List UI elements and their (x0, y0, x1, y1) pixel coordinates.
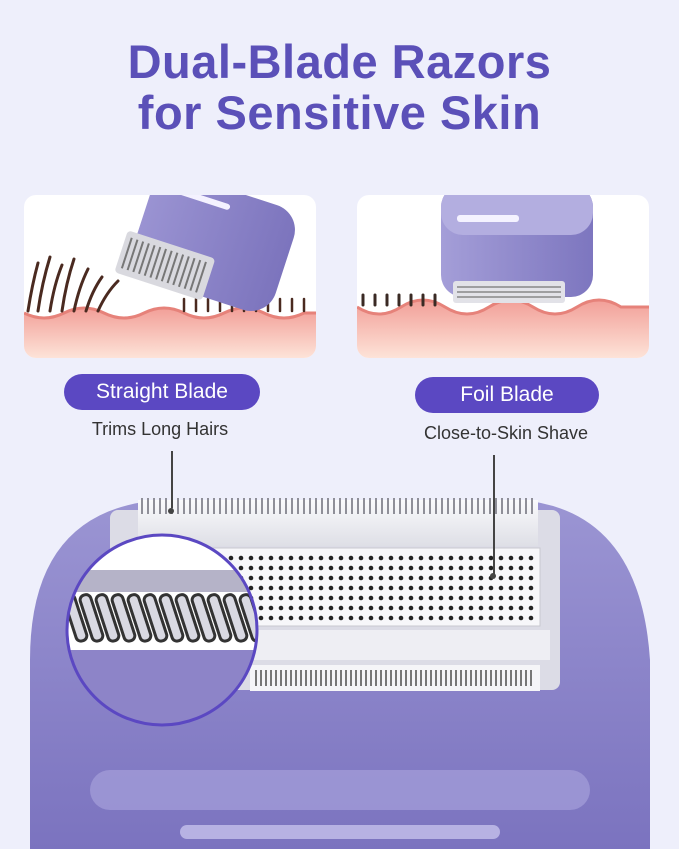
page-title-line-2: for Sensitive Skin (137, 86, 542, 139)
straight-blade-pointer (171, 451, 173, 508)
straight-blade-graphic (24, 195, 316, 358)
straight-blade-illustration (24, 195, 316, 358)
straight-blade-description: Trims Long Hairs (91, 419, 229, 439)
straight-blade-label: Straight Blade (64, 374, 260, 410)
foil-blade-illustration (357, 195, 649, 358)
straight-blade-pointer-dot (168, 508, 174, 514)
blade-magnifier (67, 535, 257, 725)
razor-head-closeup (30, 498, 650, 849)
foil-blade-pointer-dot (490, 573, 496, 579)
foil-blade-description: Close-to-Skin Shave (423, 423, 589, 443)
foil-blade-label: Foil Blade (415, 377, 599, 413)
page-title-line-1: Dual-Blade Razors (127, 35, 552, 88)
foil-blade-pointer (493, 455, 495, 575)
foil-blade-graphic (357, 195, 649, 358)
magnifier-ring (65, 533, 259, 727)
